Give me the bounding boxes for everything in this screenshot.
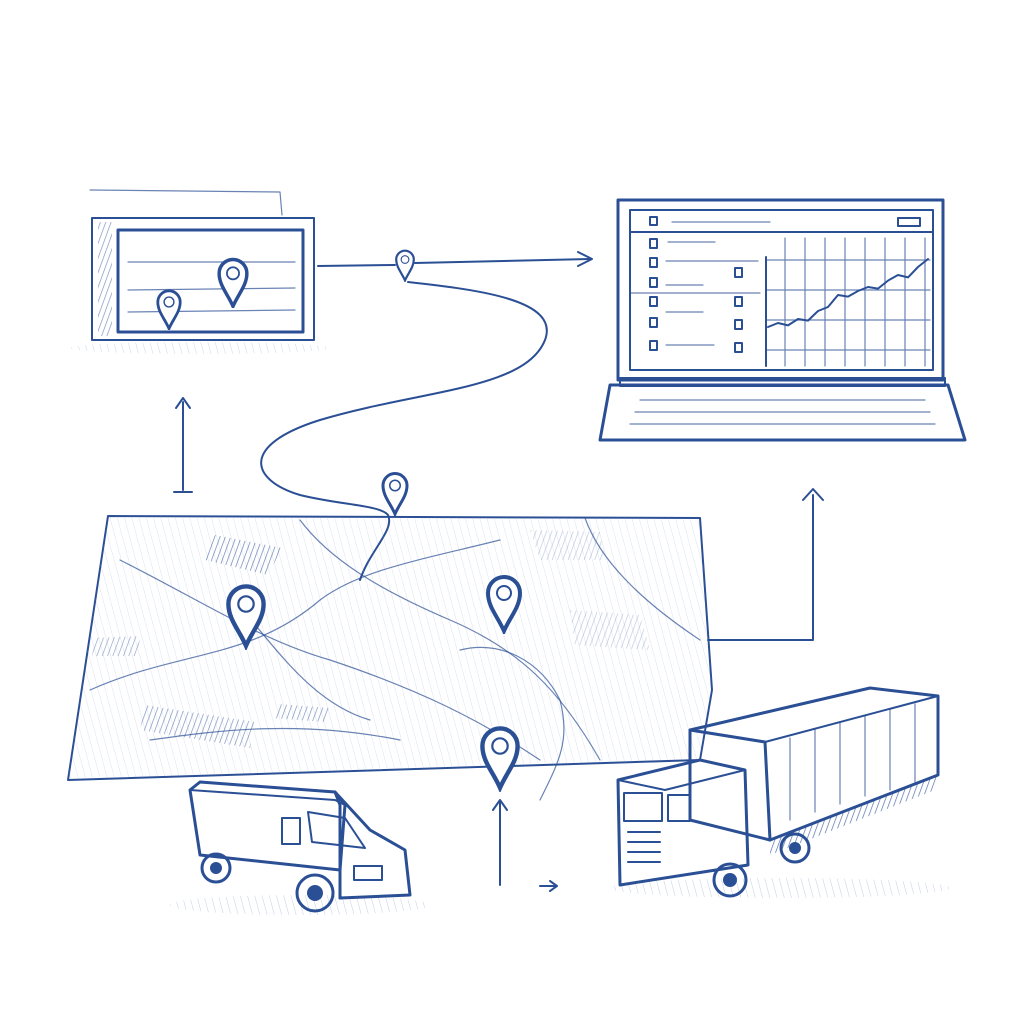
sidebar-list: [629, 216, 761, 353]
delivery-van: [170, 780, 430, 915]
map-display-monitor: [70, 189, 330, 354]
flow-arrow-up-bottom: [492, 799, 558, 892]
trend-chart: [765, 237, 931, 367]
semi-truck: [610, 686, 950, 898]
route-path: [260, 281, 548, 581]
location-pin-icon: [482, 728, 517, 787]
terrain-map: [67, 515, 713, 801]
trend-line: [767, 258, 929, 328]
flow-arrow-map-to-laptop: [707, 488, 824, 641]
flow-arrow-to-laptop: [317, 249, 593, 282]
location-pin-icon: [217, 257, 249, 308]
laptop-dashboard: [598, 198, 967, 442]
location-pin-icon: [395, 249, 415, 282]
location-pin-icon: [156, 289, 182, 330]
flow-arrow-up-left: [173, 397, 193, 493]
location-pin-icon: [381, 471, 409, 516]
